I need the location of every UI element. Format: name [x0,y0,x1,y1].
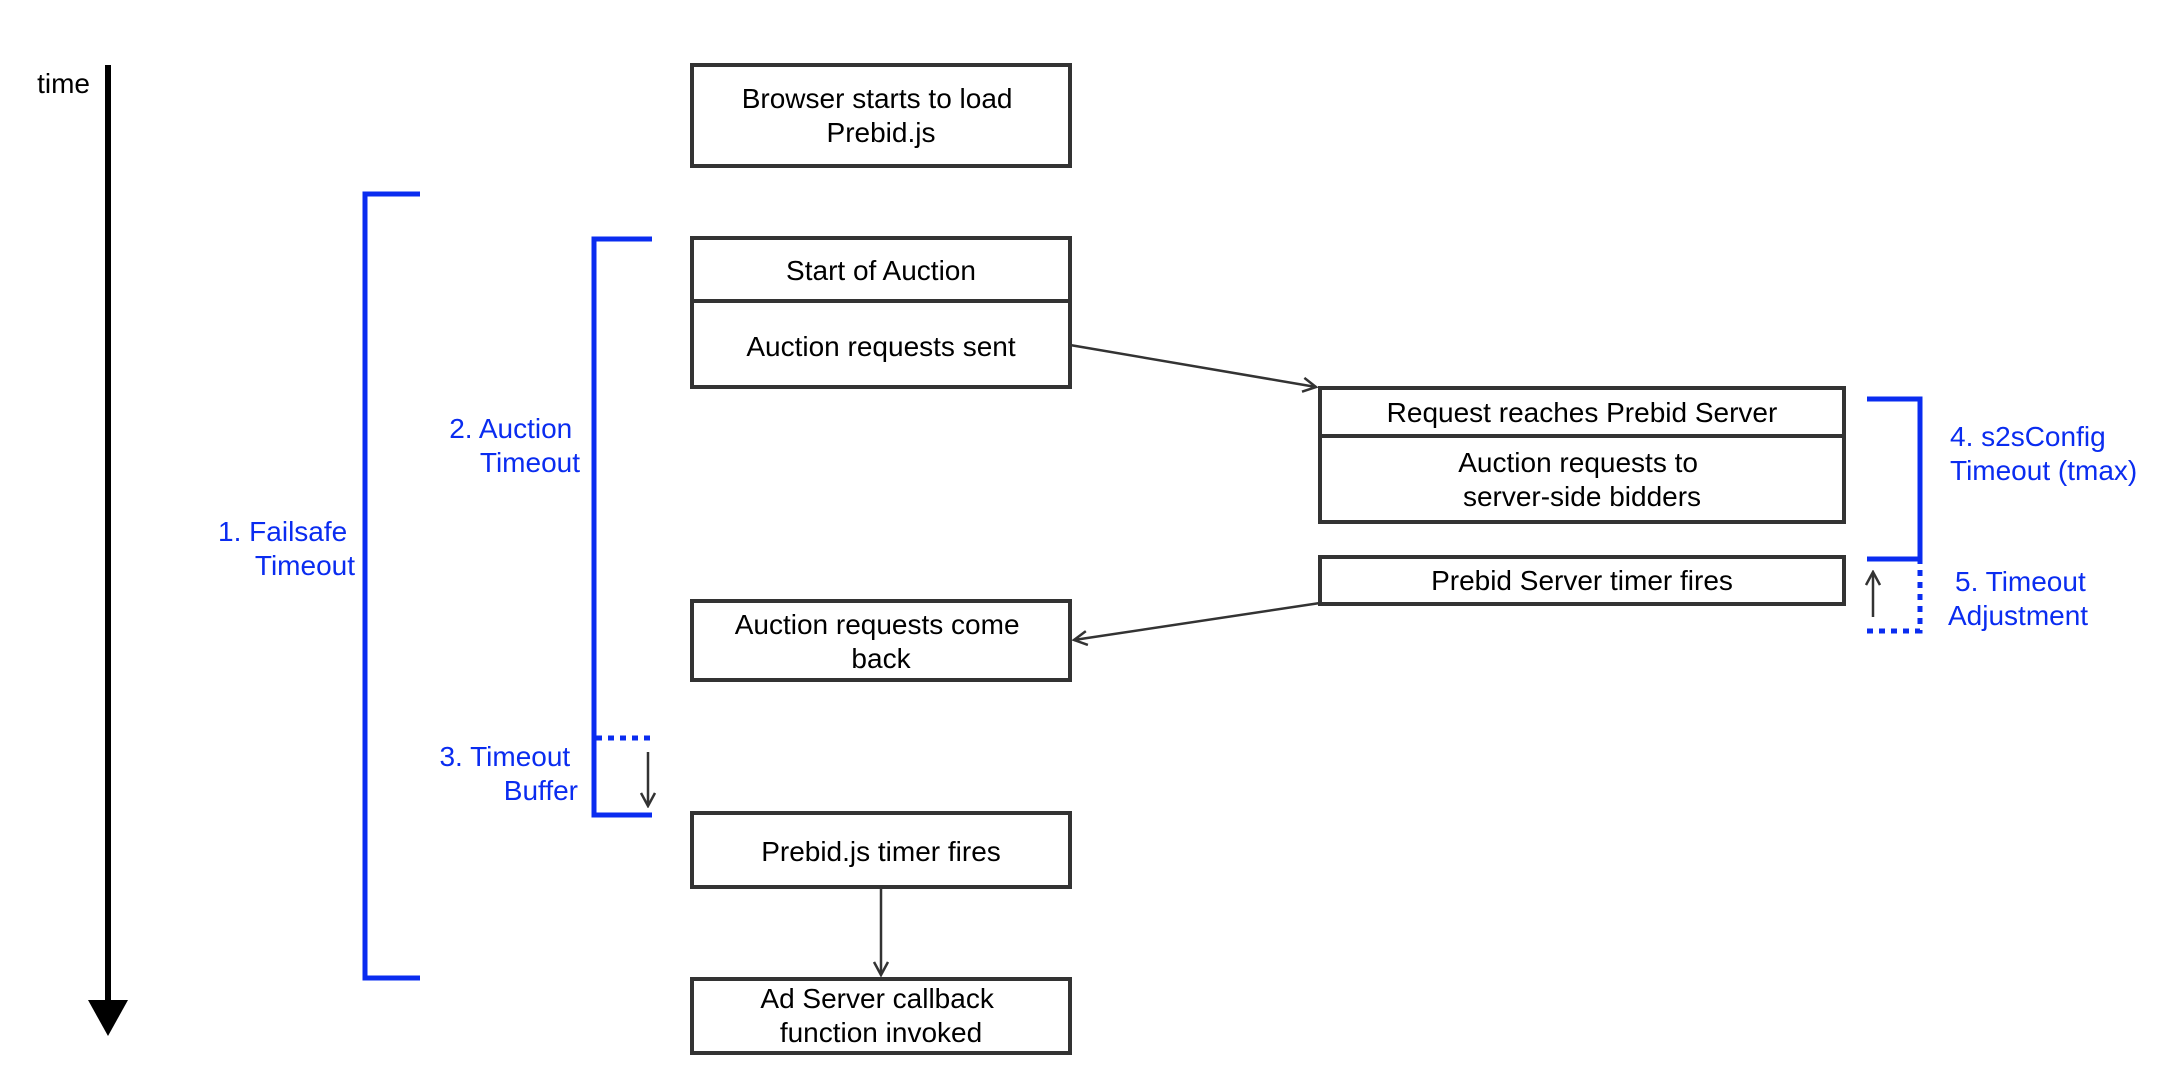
failsafe-bracket [362,191,420,981]
server-side-bidders-label: Auction requests to server-side bidders [1458,447,1705,512]
prebid-server-timer-box: Prebid Server timer fires [1318,555,1846,606]
timeout-adjustment-label: 5. Timeout Adjustment [1948,566,2094,631]
time-axis: time [37,65,128,1036]
auction-start-box: Start of Auction Auction requests sent [690,236,1072,389]
timeout-adjustment-marker [1867,559,1923,634]
auction-timeout-label: 2. Auction Timeout [449,413,580,478]
start-of-auction-label: Start of Auction [786,255,976,286]
request-reaches-server-label: Request reaches Prebid Server [1387,397,1778,428]
ad-server-callback-box: Ad Server callback function invoked [690,977,1072,1055]
server-to-browser-arrow [1074,601,1321,640]
s2s-timeout-bracket [1867,396,1923,562]
svg-text:Auction requests come ba: Auction requests come back [735,609,1028,674]
browser-load-box: Browser starts to load Prebid.js [690,63,1072,168]
auction-requests-back-box: Auction requests come back [690,599,1072,682]
requests-to-server-arrow [1069,343,1316,387]
timeout-adjustment-dotted-line [1867,559,1923,634]
svg-text:Browser starts to load P: Browser starts to load Prebid.js [742,83,1021,148]
prebidjs-timer-box: Prebid.js timer fires [690,811,1072,889]
svg-text:Ad Server callback funct: Ad Server callback function invoked [760,983,1001,1048]
svg-text:Prebid.js timer fires: Prebid.js timer fires [761,836,1001,867]
timeout-buffer-label: 3. Timeout Buffer [439,741,578,806]
auction-requests-sent-label: Auction requests sent [746,331,1015,362]
s2s-timeout-label: 4. s2sConfig Timeout (tmax) [1950,421,2137,486]
auction-timeout-bracket [591,236,652,818]
failsafe-timeout-label: 1. Failsafe Timeout [218,516,355,581]
time-axis-arrowhead [88,1000,128,1036]
time-axis-label: time [37,68,90,99]
svg-text:Prebid Server timer fires: Prebid Server timer fires [1431,565,1733,596]
timeout-buffer-marker [596,735,652,806]
prebid-server-request-box: Request reaches Prebid Server Auction re… [1318,386,1846,524]
